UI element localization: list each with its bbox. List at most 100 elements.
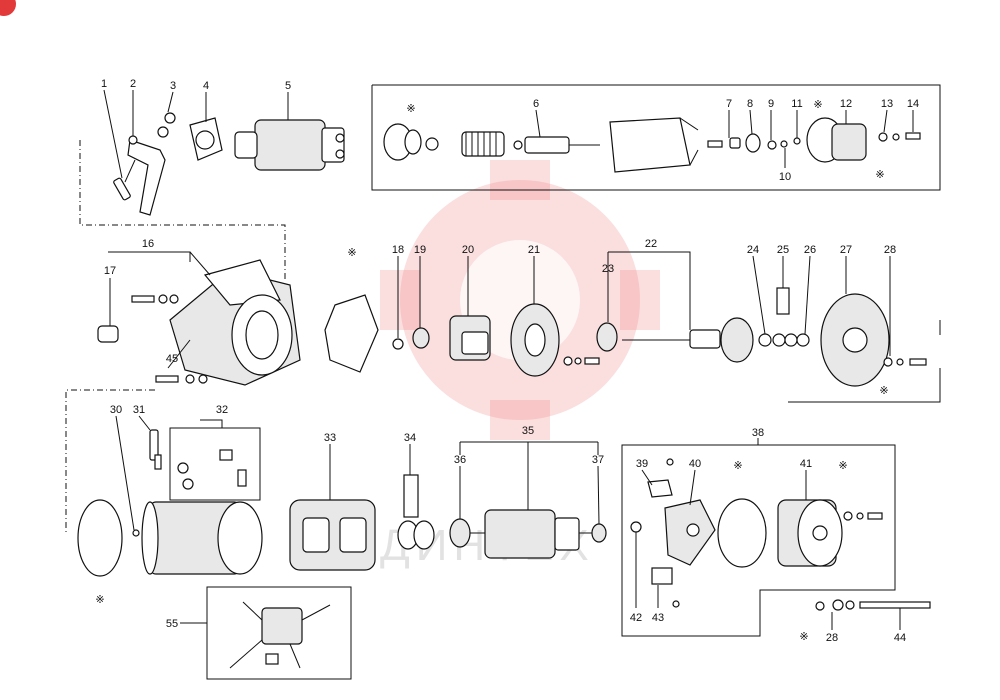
part-31-lead: [149, 429, 162, 470]
part-24-26-washers: [758, 287, 810, 347]
label-18: 18: [392, 244, 404, 256]
part-19-gear: [412, 327, 430, 349]
svg-text:※: ※: [875, 169, 884, 181]
label-5: 5: [285, 80, 291, 92]
label-25: 25: [777, 244, 789, 256]
label-28b: 28: [826, 632, 838, 644]
label-8: 8: [747, 98, 753, 110]
label-21: 21: [528, 244, 540, 256]
part-23-bearing: [596, 322, 618, 352]
part-1-bolt: [113, 159, 136, 201]
svg-text:※: ※: [838, 460, 847, 472]
label-27: 27: [840, 244, 852, 256]
label-7: 7: [726, 98, 732, 110]
label-36: 36: [454, 454, 466, 466]
label-39: 39: [636, 458, 648, 470]
part-22-shaft-gear: [622, 317, 754, 363]
part-21-plate: [510, 303, 600, 377]
label-41: 41: [800, 458, 812, 470]
label-6: 6: [533, 98, 539, 110]
svg-text:※: ※: [813, 99, 822, 111]
label-44: 44: [894, 632, 906, 644]
part-43-brush: [651, 567, 680, 608]
part-17-bushing: [97, 325, 119, 343]
label-45: 45: [166, 353, 178, 365]
label-38: 38: [752, 427, 764, 439]
label-22: 22: [645, 238, 657, 250]
part-55-wiring: [206, 586, 352, 680]
label-16: 16: [142, 238, 154, 250]
part-35-armature: [449, 509, 607, 559]
svg-text:※: ※: [879, 385, 888, 397]
svg-text:※: ※: [733, 460, 742, 472]
label-10: 10: [779, 171, 791, 183]
top-frame: [371, 84, 941, 191]
label-9: 9: [768, 98, 774, 110]
label-12: 12: [840, 98, 852, 110]
part-gasket-ring: [324, 294, 379, 373]
part-brush-ring: [717, 498, 767, 568]
part-16-drive-housing: [169, 259, 301, 386]
part-39-brush: [647, 458, 674, 498]
label-55: 55: [166, 618, 178, 630]
label-32: 32: [216, 404, 228, 416]
label-35: 35: [522, 425, 534, 437]
label-30: 30: [110, 404, 122, 416]
label-11: 11: [791, 98, 802, 110]
label-37: 37: [592, 454, 604, 466]
label-1: 1: [101, 78, 107, 90]
svg-text:※: ※: [347, 247, 356, 259]
frame-38: [621, 444, 896, 637]
part-housing-bolts: [131, 294, 208, 384]
part-32-box: [169, 427, 261, 501]
part-44-through-bolt: [815, 599, 931, 611]
svg-text:※: ※: [799, 631, 808, 643]
part-20-clutch: [449, 315, 491, 361]
leader-lines: [103, 89, 914, 630]
part-spring-boot: [383, 123, 439, 161]
label-34: 34: [404, 432, 416, 444]
corner-badge: [0, 0, 16, 16]
label-33: 33: [324, 432, 336, 444]
label-4: 4: [203, 80, 209, 92]
label-31: 31: [133, 404, 145, 416]
part-number-labels: 1 2 3 4 5 6 7 8 9 10 11 12 13 14 16 17 1…: [101, 78, 919, 644]
part-solenoid-cover: [609, 117, 699, 173]
part-18-clip: [392, 338, 404, 350]
part-yoke: [141, 501, 263, 575]
label-19: 19: [414, 244, 426, 256]
label-43: 43: [652, 612, 664, 624]
label-20: 20: [462, 244, 474, 256]
part-27-end-frame: [820, 293, 927, 387]
svg-text:※: ※: [95, 594, 104, 606]
label-42: 42: [630, 612, 642, 624]
part-33-field-coil: [289, 499, 376, 571]
part-3-nut: [157, 112, 176, 138]
part-2-lever: [127, 135, 166, 216]
label-23: 23: [602, 263, 614, 275]
part-spring: [461, 131, 505, 157]
part-12-terminal-cap: [806, 117, 921, 163]
part-42-clip: [630, 521, 642, 533]
part-6-plunger: [513, 136, 600, 154]
part-34-rings: [397, 474, 435, 550]
label-26: 26: [804, 244, 816, 256]
watermark-gear: [380, 160, 660, 440]
label-14: 14: [907, 98, 919, 110]
svg-text:※: ※: [406, 103, 415, 115]
part-40-brush-holder: [664, 499, 716, 566]
label-13: 13: [881, 98, 893, 110]
label-24: 24: [747, 244, 759, 256]
label-2: 2: [130, 78, 136, 90]
part-4-gasket: [189, 117, 223, 161]
label-3: 3: [170, 80, 176, 92]
part-small-pins: [707, 133, 801, 153]
label-17: 17: [104, 265, 116, 277]
leader-lower-left: [65, 389, 155, 535]
part-oring-large: [77, 499, 123, 577]
label-28: 28: [884, 244, 896, 256]
asterisk-marks: ※ ※ ※ ※ ※ ※ ※ ※ ※: [95, 99, 888, 643]
frame-right-middle: [788, 320, 941, 403]
label-40: 40: [689, 458, 701, 470]
